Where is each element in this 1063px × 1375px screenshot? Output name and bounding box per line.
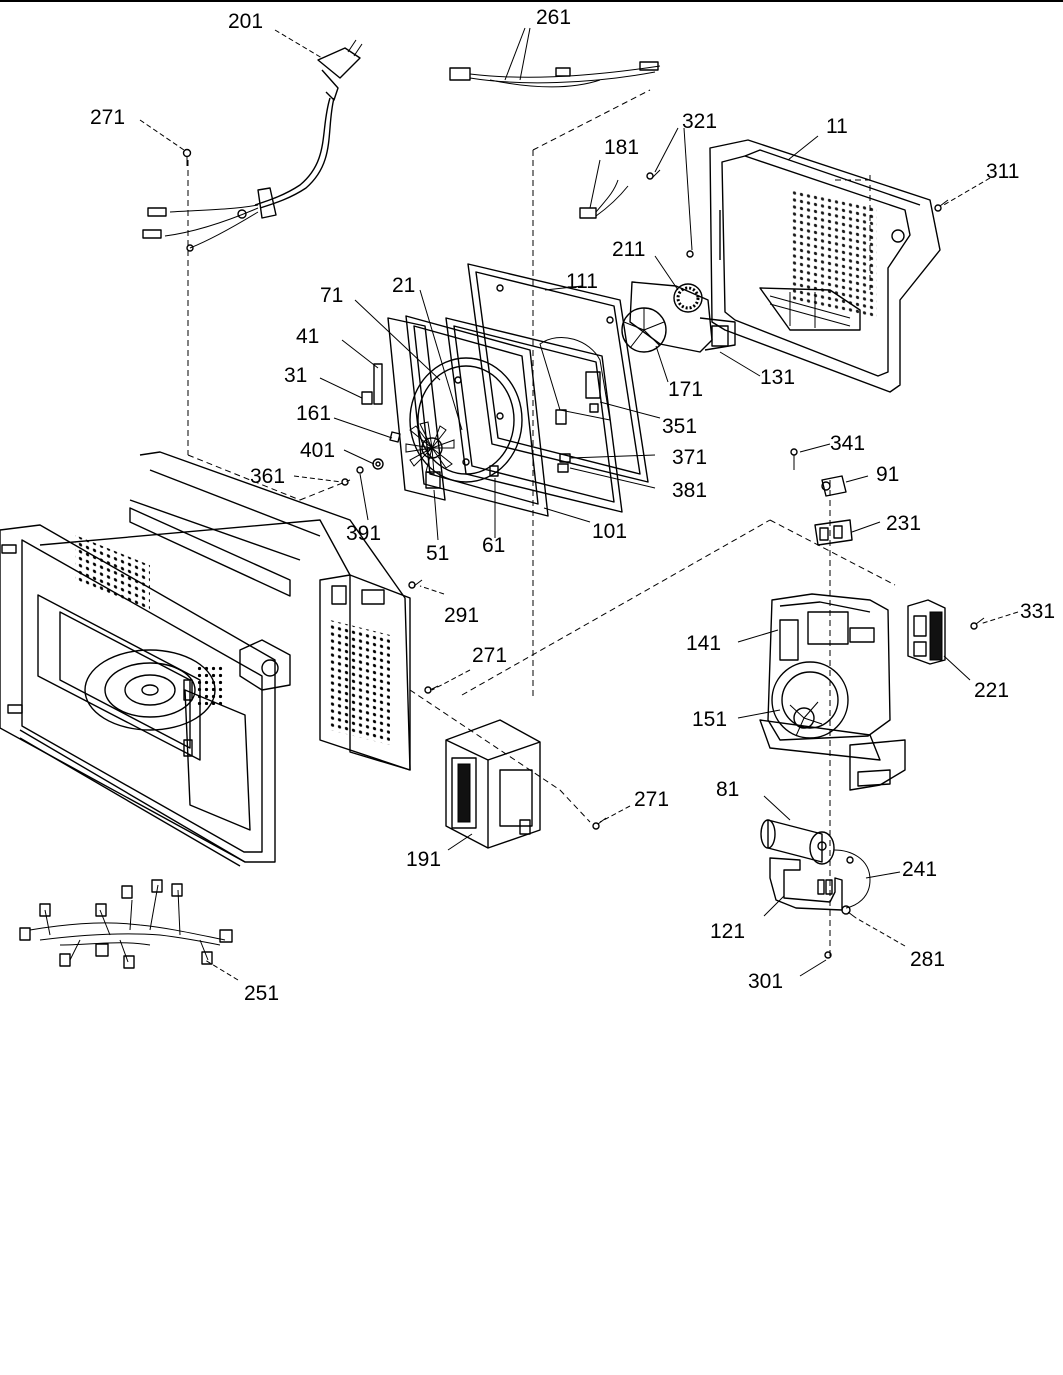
label-201: 201 (228, 10, 263, 33)
screws-321 (646, 169, 694, 258)
label-91: 91 (876, 463, 899, 486)
assembly-guide-lines (187, 89, 896, 960)
screw-311 (934, 199, 949, 212)
wire-241 (833, 849, 871, 909)
label-11: 11 (826, 115, 848, 138)
label-401: 401 (300, 439, 335, 462)
sensor-181 (579, 179, 629, 219)
small-fasteners (341, 403, 599, 486)
label-181: 181 (604, 136, 639, 159)
switch-parts-right (790, 448, 853, 546)
label-271-lower: 271 (634, 788, 669, 811)
label-71: 71 (320, 284, 343, 307)
fan-motor-71 (409, 357, 523, 483)
label-141: 141 (686, 632, 721, 655)
screw-271-middle (424, 685, 439, 694)
label-31: 31 (284, 364, 307, 387)
label-21: 21 (392, 274, 415, 297)
label-211: 211 (612, 238, 645, 261)
label-391: 391 (346, 522, 381, 545)
callout-labels: 201 261 271 321 11 181 311 211 111 21 71… (90, 6, 1055, 1005)
label-301: 301 (748, 970, 783, 993)
label-371: 371 (672, 446, 707, 469)
label-321: 321 (682, 110, 717, 133)
screw-281 (841, 905, 857, 919)
screw-301 (824, 951, 832, 959)
oven-cavity-housing (0, 451, 411, 867)
magnetron-assembly-141 (759, 593, 906, 791)
label-271-middle: 271 (472, 644, 507, 667)
label-111: 111 (566, 270, 598, 293)
power-cord-part (142, 39, 363, 252)
plate-stack (361, 263, 649, 517)
label-231: 231 (886, 512, 921, 535)
rear-duct-11 (709, 139, 941, 393)
wire-harness-251 (19, 879, 233, 969)
label-241: 241 (902, 858, 937, 881)
label-331: 331 (1020, 600, 1055, 623)
transformer-191 (445, 719, 541, 849)
label-131: 131 (760, 366, 795, 389)
label-171: 171 (668, 378, 703, 401)
motor-assembly-211 (621, 281, 736, 353)
leader-lines (139, 27, 1019, 981)
screw-271-top (182, 148, 192, 166)
label-61: 61 (482, 534, 505, 557)
label-81: 81 (716, 778, 739, 801)
label-251: 251 (244, 982, 279, 1005)
label-381: 381 (672, 479, 707, 502)
screw-331 (970, 617, 985, 630)
label-281: 281 (910, 948, 945, 971)
label-151: 151 (692, 708, 727, 731)
fan-blade-51 (405, 421, 455, 489)
screw-291 (408, 579, 423, 589)
screw-271-lower (592, 817, 607, 830)
wire-harness-261 (449, 61, 661, 88)
label-341: 341 (830, 432, 865, 455)
label-311: 311 (986, 160, 1019, 183)
label-191: 191 (406, 848, 441, 871)
capacitor-81 (760, 819, 835, 865)
label-291: 291 (444, 604, 479, 627)
label-361: 361 (250, 465, 285, 488)
label-161: 161 (296, 402, 331, 425)
label-41: 41 (296, 325, 319, 348)
bracket-121 (769, 857, 843, 911)
label-351: 351 (662, 415, 697, 438)
label-101: 101 (592, 520, 627, 543)
label-51: 51 (426, 542, 449, 565)
bracket-221 (907, 599, 946, 665)
label-221: 221 (974, 679, 1009, 702)
label-121: 121 (710, 920, 745, 943)
label-271-top: 271 (90, 106, 125, 129)
label-261: 261 (536, 6, 571, 29)
